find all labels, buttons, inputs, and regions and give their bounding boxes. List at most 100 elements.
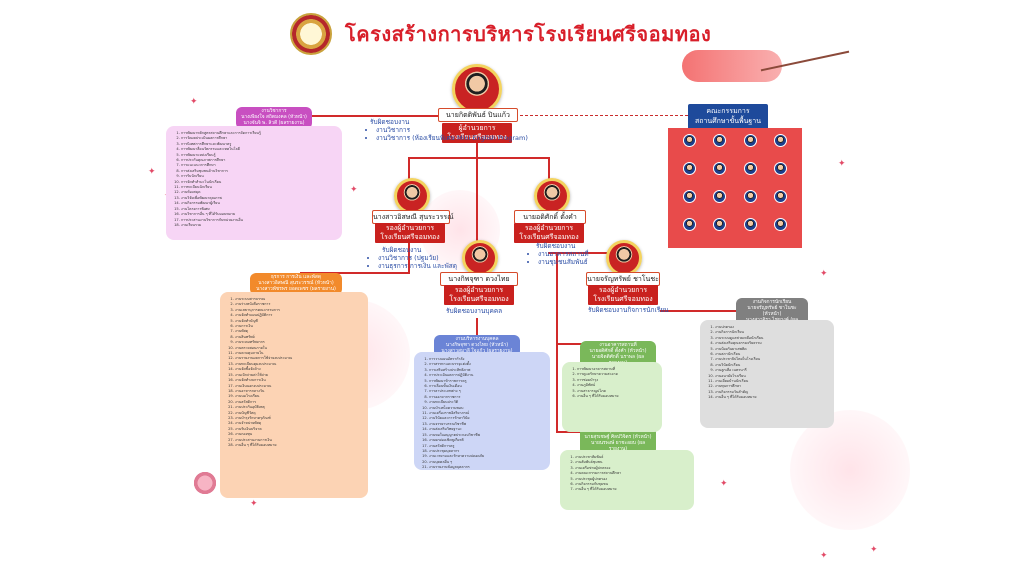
task-item: งานพัสดุ	[235, 329, 362, 334]
board-members-panel	[668, 128, 802, 248]
board-member-photo	[743, 190, 757, 203]
connector-line	[556, 253, 558, 343]
sparkle-icon: ✦	[250, 499, 258, 509]
task-item: งานเรียนรวม	[181, 223, 336, 228]
resp-item: งานชุมชนสัมพันธ์	[538, 258, 589, 266]
task-item: งานจัดทำงบการเงิน	[235, 378, 362, 383]
group-header-personnel: งานบริหารงานบุคคล นางกิพจุฑา ดวงไทย (หัว…	[434, 335, 520, 357]
sparkle-icon: ✦	[350, 185, 358, 195]
task-item: การสรรหาและบรรจุแต่งตั้ง	[429, 362, 544, 367]
sparkle-icon: ✦	[190, 97, 198, 107]
task-item: งานป้องกันยาเสพติด	[715, 347, 828, 352]
task-item: งานเครือข่ายผู้ปกครอง	[575, 466, 688, 471]
task-item: งานทะเบียนคุมงบประมาณ	[235, 362, 362, 367]
task-list: งานปกครองงานกิจการนักเรียนงานระบบดูแลช่ว…	[706, 325, 828, 401]
deputy-name: นางกิพจุฑา ดวงไทย	[440, 272, 518, 286]
task-item: งานเงินนอกงบประมาณ	[235, 384, 362, 389]
task-item: งานห้องสมุด	[181, 190, 336, 195]
board-member-photo	[713, 162, 727, 175]
deputy-responsibilities: รับผิดชอบงานกิจการนักเรียน	[588, 306, 669, 314]
sparkle-icon: ✦	[148, 167, 156, 177]
task-item: งานกิจกรรมพัฒนาผู้เรียน	[181, 201, 336, 206]
director-role: ผู้อำนวยการ โรงเรียนศรีจอมทอง	[442, 123, 512, 143]
board-member-photo	[774, 190, 788, 203]
task-item: งานกองทุน	[235, 432, 362, 437]
task-item: งานสัมพันธ์ชุมชน	[575, 460, 688, 465]
task-item: งานคณะกรรมการสถานศึกษา	[575, 471, 688, 476]
task-item: การพัฒนาข้าราชการครู	[429, 379, 544, 384]
connector-line	[476, 318, 478, 336]
task-item: การวัดผลประเมินผลการศึกษา	[181, 136, 336, 141]
deputy-name: นายจรัญทรัพย์ ชาโนชะ	[586, 272, 660, 286]
board-member-photo	[743, 218, 757, 231]
task-item: งานประชาสัมพันธ์	[575, 455, 688, 460]
board-member-photo	[713, 134, 727, 147]
task-item: งานขอใบอนุญาตประกอบวิชาชีพ	[429, 433, 544, 438]
task-item: การประกันคุณภาพการศึกษา	[181, 158, 336, 163]
task-item: งานอนามัยโรงเรียน	[715, 374, 828, 379]
task-item: การประเมินผลการปฏิบัติงาน	[429, 373, 544, 378]
connector-line	[548, 252, 623, 254]
task-item: การดูแลรักษาความสะอาด	[577, 372, 656, 377]
task-item: การนิเทศการศึกษาและพัฒนาครู	[181, 142, 336, 147]
sparkle-icon: ✦	[820, 269, 828, 279]
deputy-responsibilities: รับผิดชอบงาน งานวิชาการ (ปฐมวัย) งานธุรก…	[368, 246, 457, 270]
task-item: งานส่งเสริมวิทยฐานะ	[429, 427, 544, 432]
task-item: การออกจากราชการ	[429, 395, 544, 400]
resp-item: งานวิชาการ (ห้องเรียนพิเศษ Mini English …	[376, 134, 528, 142]
task-item: งานอื่น ๆ ที่ได้รับมอบหมาย	[577, 394, 656, 399]
task-item: งานทะเบียนประวัติ	[429, 400, 544, 405]
board-member-photo	[682, 162, 696, 175]
task-item: งานสวัสดิการครู	[429, 444, 544, 449]
task-item: งานอื่น ๆ ที่ได้รับมอบหมาย	[715, 395, 828, 400]
task-item: การจัดทำสำมะโนนักเรียน	[181, 180, 336, 185]
task-item: การพัฒนาหลักสูตรสถานศึกษาและการจัดการเรี…	[181, 131, 336, 136]
task-item: การลาประเภทต่าง ๆ	[429, 389, 544, 394]
group-box-academic: การพัฒนาหลักสูตรสถานศึกษาและการจัดการเรี…	[166, 126, 342, 240]
resp-item: งานอาคารสถานที่	[538, 250, 589, 258]
deputy-name: นายอดิศักดิ์ ตั้งคำ	[514, 210, 586, 224]
task-item: งานกิจการนักเรียน	[715, 330, 828, 335]
task-item: งานตรวจสอบภายใน	[235, 346, 362, 351]
connector-line	[408, 157, 550, 159]
task-list: การพัฒนาอาคารสถานที่การดูแลรักษาความสะอา…	[568, 367, 656, 399]
task-item: งานร่างหนังสือราชการ	[235, 302, 362, 307]
connector-line	[556, 343, 558, 431]
task-item: งานอาหารกลางวัน	[235, 389, 362, 394]
task-list: งานระบบสารบรรณงานร่างหนังสือราชการงานเลข…	[226, 297, 362, 448]
dashed-connector	[520, 115, 688, 116]
task-item: งานประกันอุบัติเหตุ	[235, 405, 362, 410]
task-item: งานวินัยนักเรียน	[715, 363, 828, 368]
deputy-responsibilities: รับผิดชอบงาน งานอาคารสถานที่ งานชุมชนสัม…	[528, 242, 589, 266]
board-member-photo	[743, 162, 757, 175]
connector-line	[300, 272, 410, 274]
deputy-role: รองผู้อำนวยการ โรงเรียนศรีจอมทอง	[375, 223, 445, 243]
task-list: การวางแผนอัตรากำลังการสรรหาและบรรจุแต่งต…	[420, 357, 544, 470]
task-item: งานปกครอง	[715, 325, 828, 330]
board-member-photo	[774, 162, 788, 175]
task-item: งานประชาธิปไตยในโรงเรียน	[715, 357, 828, 362]
task-item: งานลูกเสือ เนตรนารี	[715, 368, 828, 373]
task-item: งานรายงานผลการใช้จ่ายงบประมาณ	[235, 356, 362, 361]
group-box-budget: งานระบบสารบรรณงานร่างหนังสือราชการงานเลข…	[220, 292, 368, 498]
task-item: งานวิชาการอื่น ๆ ที่ได้รับมอบหมาย	[181, 212, 336, 217]
task-item: การซ่อมบำรุง	[577, 378, 656, 383]
board-member-photo	[682, 134, 696, 147]
group-header-academic: งานวิชาการ นางเพียงใจ สถิตมงคล (หัวหน้า)…	[236, 107, 312, 129]
board-member-photo	[682, 190, 696, 203]
group-box-personnel: การวางแผนอัตรากำลังการสรรหาและบรรจุแต่งต…	[414, 352, 550, 470]
director-responsibilities: รับผิดชอบงาน งานวิชาการ งานวิชาการ (ห้อง…	[366, 118, 528, 142]
connector-line	[408, 157, 410, 179]
resp-title: รับผิดชอบงาน	[536, 242, 576, 250]
task-item: งานสวัสดิการ	[235, 400, 362, 405]
task-item: งานนมโรงเรียน	[235, 394, 362, 399]
school-logo	[290, 13, 332, 55]
task-item: งานประชุมผู้ปกครอง	[575, 477, 688, 482]
deputy-photo	[462, 240, 498, 276]
deputy-name: นางสาวอิสษณี สุนระวรรณ์	[372, 210, 454, 224]
sparkle-icon: ✦	[838, 159, 846, 169]
board-title: คณะกรรมการ สถานศึกษาขั้นพื้นฐาน	[688, 104, 768, 130]
resp-title: รับผิดชอบงาน	[382, 246, 422, 254]
task-item: งานจัดทำบัญชี	[235, 319, 362, 324]
task-item: งานจัดซื้อจัดจ้าง	[235, 367, 362, 372]
